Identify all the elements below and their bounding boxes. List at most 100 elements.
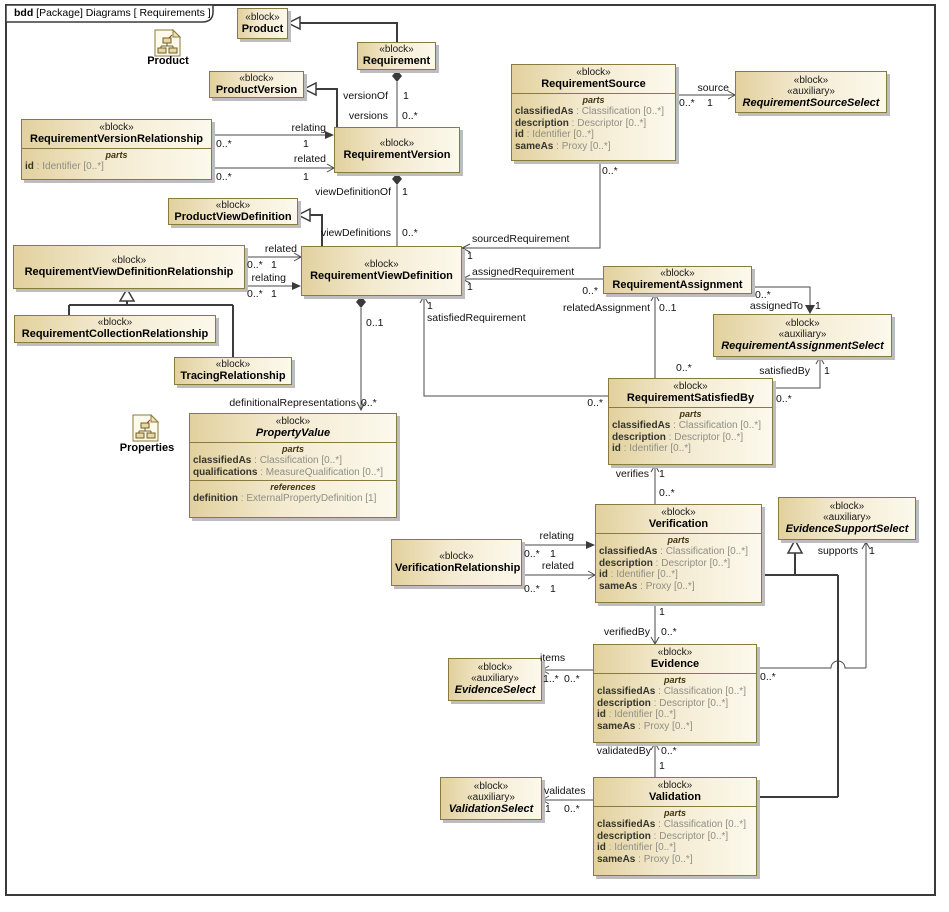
block-product-version[interactable]: «block» ProductVersion (209, 71, 304, 98)
multiplicity-label: 1 (271, 259, 277, 271)
multiplicity-label: 1 (545, 803, 551, 815)
multiplicity-label: 0..* (247, 288, 263, 300)
diagram-tab-title: bdd [Package] Diagrams [ Requirements ] (14, 7, 211, 19)
properties-diagram-icon[interactable] (132, 413, 160, 447)
multiplicity-label: 0..1 (366, 317, 384, 329)
part-entry: sameAs : Proxy [0..*] (515, 140, 611, 152)
multiplicity-label: 0..* (247, 259, 263, 271)
part-entry: classifiedAs : Classification [0..*] (599, 546, 748, 557)
block-product[interactable]: «block» Product (237, 8, 288, 39)
block-name: Requirement (362, 55, 431, 67)
multiplicity-label: 0..* (402, 110, 418, 122)
multiplicity-label: 1 (815, 300, 821, 312)
block-validation[interactable]: «block» Validation parts classifiedAs : … (593, 777, 757, 876)
block-requirement-version-relationship[interactable]: «block» RequirementVersionRelationship p… (21, 119, 212, 180)
block-property-value[interactable]: «block» PropertyValue parts classifiedAs… (189, 413, 397, 518)
part-entry: id : Identifier [0..*] (597, 709, 676, 720)
block-evidence[interactable]: «block» Evidence parts classifiedAs : Cl… (593, 644, 757, 743)
role-label: satisfiedRequirement (427, 312, 526, 324)
role-label: versionOf (343, 90, 388, 102)
block-requirement-collection-relationship[interactable]: «block» RequirementCollectionRelationshi… (14, 315, 216, 343)
block-name: RequirementSourceSelect (742, 96, 880, 109)
block-requirement-source-select[interactable]: «block» «auxiliary» RequirementSourceSel… (735, 71, 887, 113)
block-validation-select[interactable]: «block» «auxiliary» ValidationSelect (440, 777, 542, 820)
block-product-view-definition[interactable]: «block» ProductViewDefinition (168, 198, 298, 225)
block-header: «block» RequirementVersionRelationship (22, 120, 211, 148)
part-entry: sameAs : Proxy [0..*] (597, 853, 693, 865)
stereotype: «block» (439, 550, 474, 562)
product-diagram-icon[interactable] (154, 28, 182, 62)
block-header: «block» «auxiliary» ValidationSelect (441, 779, 541, 818)
block-evidence-support-select[interactable]: «block» «auxiliary» EvidenceSupportSelec… (778, 497, 916, 540)
role-label: related (293, 153, 326, 165)
block-requirement-view-definition[interactable]: «block» RequirementViewDefinition (301, 246, 462, 296)
block-header: «block» TracingRelationship (175, 357, 291, 385)
part-entry: id : Identifier [0..*] (25, 161, 104, 172)
diagram-tab (5, 4, 214, 23)
stereotype: «block» (660, 268, 695, 279)
block-requirement[interactable]: «block» Requirement (357, 42, 436, 70)
stereotype: «block» (473, 781, 509, 792)
stereotype-auxiliary: «auxiliary» (471, 673, 519, 684)
block-requirement-assignment[interactable]: «block» RequirementAssignment (603, 266, 752, 294)
block-header: «block» ProductVersion (210, 71, 303, 99)
role-label: satisfiedBy (759, 365, 810, 377)
block-name: EvidenceSupportSelect (785, 523, 909, 535)
stereotype: «block» (785, 318, 820, 329)
stereotype: «block» (477, 662, 513, 673)
multiplicity-label: 1 (707, 97, 713, 109)
part-entry: classifiedAs : Classification [0..*] (597, 819, 746, 830)
multiplicity-label: 0..1 (659, 302, 677, 314)
stereotype: «block» (364, 259, 399, 270)
multiplicity-label: 0..* (402, 227, 418, 239)
block-requirement-source[interactable]: «block» RequirementSource parts classifi… (511, 64, 676, 161)
role-label: relatedAssignment (563, 302, 650, 314)
block-header: «block» Evidence (594, 645, 756, 673)
role-label: assignedRequirement (472, 266, 575, 278)
part-entry: sameAs : Proxy [0..*] (599, 580, 695, 592)
part-entry: classifiedAs : Classification [0..*] (612, 420, 761, 431)
multiplicity-label: 0..* (564, 673, 580, 685)
block-header: «block» Product (238, 10, 287, 38)
multiplicity-label: 1 (271, 288, 277, 300)
stereotype: «block» (673, 381, 708, 392)
multiplicity-label: 0..* (582, 285, 598, 297)
block-verification-relationship[interactable]: «block» VerificationRelationship (391, 539, 522, 586)
multiplicity-label: 0..* (587, 397, 603, 409)
block-name: EvidenceSelect (454, 684, 536, 696)
block-evidence-select[interactable]: «block» «auxiliary» EvidenceSelect (448, 658, 542, 701)
part-entry: id : Identifier [0..*] (599, 569, 678, 580)
multiplicity-label: 1 (659, 760, 665, 772)
block-requirement-satisfied-by[interactable]: «block» RequirementSatisfiedBy parts cla… (608, 378, 773, 465)
stereotype-auxiliary: «auxiliary» (467, 792, 515, 803)
block-header: «block» ProductViewDefinition (169, 198, 297, 226)
block-header: «block» RequirementViewDefinition (302, 257, 461, 285)
references-compartment: references definition : ExternalProperty… (190, 479, 396, 518)
compartment-label: parts (281, 444, 304, 454)
compartment-label: parts (667, 535, 690, 545)
stereotype: «block» (379, 138, 415, 149)
block-requirement-version[interactable]: «block» RequirementVersion (334, 127, 460, 173)
stereotype: «block» (576, 67, 611, 78)
stereotype: «block» (657, 780, 693, 791)
part-entry: id : Identifier [0..*] (515, 129, 594, 140)
stereotype-auxiliary: «auxiliary» (823, 512, 871, 523)
block-name: RequirementViewDefinition (310, 270, 453, 282)
block-name: RequirementSatisfiedBy (626, 392, 755, 404)
part-entry: sameAs : Proxy [0..*] (597, 720, 693, 732)
part-entry: description : Descriptor [0..*] (612, 431, 744, 443)
stereotype: «block» (245, 11, 280, 23)
block-name: VerificationRelationship (395, 561, 521, 574)
compartment-label: parts (663, 808, 686, 818)
block-requirement-view-definition-relationship[interactable]: «block» RequirementViewDefinitionRelatio… (13, 245, 245, 289)
multiplicity-label: 1 (303, 138, 309, 150)
part-entry: id : Identifier [0..*] (597, 842, 676, 853)
multiplicity-label: 1 (402, 186, 408, 198)
block-verification[interactable]: «block» Verification parts classifiedAs … (595, 504, 762, 603)
block-requirement-assignment-select[interactable]: «block» «auxiliary» RequirementAssignmen… (713, 314, 892, 357)
parts-compartment: parts id : Identifier [0..*] (22, 148, 211, 179)
role-label: relating (291, 122, 326, 134)
block-tracing-relationship[interactable]: «block» TracingRelationship (174, 357, 292, 385)
part-entry: classifiedAs : Classification [0..*] (193, 455, 342, 466)
parts-compartment: parts classifiedAs : Classification [0..… (596, 533, 761, 602)
